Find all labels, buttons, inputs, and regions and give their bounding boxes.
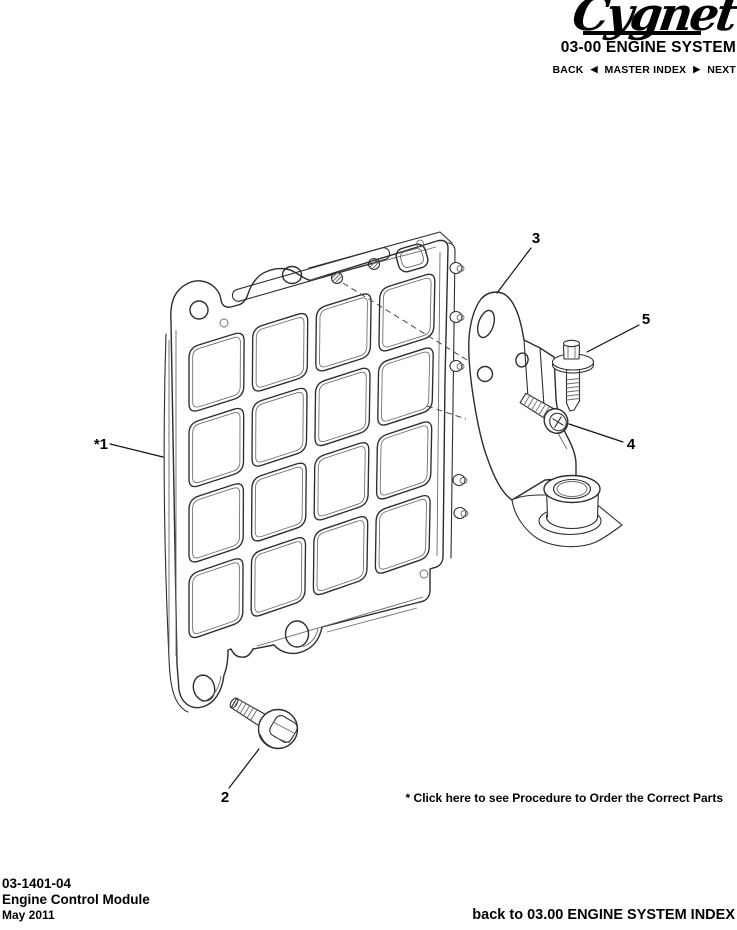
- ecm-foot-inner: [201, 675, 222, 703]
- bracket-fold-line-1: [523, 339, 529, 398]
- bracket-illustration: [468, 291, 623, 548]
- leader-line-4: [568, 423, 624, 443]
- ecm-grid-pad: [314, 367, 371, 447]
- ecm-grid-pad-inner: [192, 336, 241, 408]
- callout-label-4: 4: [627, 436, 636, 453]
- ecm-illustration: [163, 231, 469, 713]
- back-arrow-icon: ◀: [590, 63, 598, 74]
- next-arrow-icon: ▶: [693, 63, 701, 74]
- ecm-grid-pad: [188, 407, 245, 488]
- ecm-top-screw-2: [367, 257, 381, 271]
- ecm-grid-pad-inner: [319, 297, 368, 368]
- ecm-connector-cutout: [395, 243, 429, 273]
- ecm-bottom-lobe-hole: [284, 620, 310, 648]
- ecm-grid-pad: [188, 558, 244, 639]
- ecm-bottom-thickness: [326, 607, 418, 633]
- ecm-grid: [188, 273, 436, 639]
- document-date: May 2011: [2, 908, 55, 922]
- ecm-grid-pad-inner: [255, 317, 305, 388]
- bolt-washer-illustration-5: [551, 339, 595, 412]
- order-parts-note-link[interactable]: * Click here to see Procedure to Order t…: [405, 791, 723, 805]
- engine-system-index-link[interactable]: back to 03.00 ENGINE SYSTEM INDEX: [472, 907, 735, 923]
- bolt-illustration-2: [229, 697, 299, 750]
- section-title: 03-00 ENGINE SYSTEM: [560, 39, 736, 56]
- ecm-inner-edge-right: [436, 251, 441, 557]
- ecm-grid-pad: [312, 515, 369, 596]
- document-info: 03-1401-04 Engine Control Module May 201…: [2, 876, 150, 922]
- ecm-grid-pad: [315, 293, 372, 372]
- ecm-grid-pad: [378, 273, 436, 352]
- leader-line-5: [586, 324, 640, 353]
- bracket-round-hole: [476, 365, 494, 383]
- ecm-grid-pad: [250, 537, 307, 617]
- master-index-link[interactable]: MASTER INDEX: [604, 64, 687, 76]
- bracket-oval-hole: [515, 352, 529, 368]
- ecm-grid-pad: [374, 494, 431, 574]
- ecm-grid-pad-inner: [382, 277, 432, 348]
- ecm-grid-pad: [251, 387, 308, 467]
- callout-label-2: 2: [221, 789, 229, 806]
- callout-label-5: 5: [642, 311, 650, 328]
- bracket-outline: [468, 291, 577, 501]
- ecm-grid-pad-inner: [317, 446, 366, 517]
- ecm-grid-pad: [188, 483, 245, 563]
- back-link[interactable]: BACK: [552, 64, 584, 76]
- next-link[interactable]: NEXT: [707, 64, 736, 76]
- ecm-small-hole-top-left: [219, 318, 229, 328]
- ecm-ear-hole-left: [189, 300, 209, 320]
- document-number: 03-1401-04: [2, 876, 72, 891]
- ecm-grid-pad-inner: [378, 499, 427, 570]
- phillips-cross-icon: [552, 416, 564, 428]
- leader-line-1: [109, 443, 164, 458]
- brand-logo-underline: [583, 31, 701, 35]
- ecm-grid-pad-inner: [192, 562, 240, 634]
- ecm-grid-pad-inner: [316, 520, 365, 591]
- ecm-grid-pad: [188, 332, 245, 412]
- ecm-grid-pad-inner: [381, 351, 431, 422]
- ecm-grid-pad: [250, 462, 307, 542]
- header-nav: BACK ◀ MASTER INDEX ▶ NEXT: [552, 63, 736, 77]
- ecm-grid-pad: [313, 441, 370, 521]
- ecm-grid-pad: [375, 421, 433, 500]
- ecm-grid-pad-inner: [192, 487, 241, 559]
- ecm-bottom-lobe-inner: [302, 628, 319, 648]
- ecm-grid-pad: [251, 312, 309, 392]
- ecm-ear-hole-right: [281, 265, 303, 285]
- ecm-side-face-right: [447, 242, 456, 559]
- ecm-grid-pad-inner: [192, 412, 241, 484]
- leader-line-2: [228, 748, 260, 789]
- ecm-grid-pad-inner: [254, 541, 303, 613]
- bracket-fold-line-2: [539, 347, 545, 407]
- ecm-small-hole-bottom-right: [419, 569, 429, 579]
- bushing-illustration: [538, 474, 602, 536]
- leader-line-3: [496, 247, 532, 294]
- callout-label-1: *1: [94, 436, 108, 453]
- assembly-alignment-line-1: [342, 282, 468, 361]
- ecm-small-hole-top-right: [416, 239, 424, 248]
- ecm-grid-pad-inner: [254, 466, 304, 538]
- ecm-foot-hole: [192, 674, 216, 702]
- ecm-side-face-left: [163, 333, 189, 713]
- ecm-grid-pad-inner: [379, 425, 429, 496]
- document-title: Engine Control Module: [2, 892, 150, 907]
- ecm-grid-pad-inner: [318, 371, 367, 443]
- ecm-top-rib: [231, 247, 391, 302]
- ecm-inner-edge-bottom: [256, 596, 424, 647]
- ecm-outline: [170, 239, 449, 709]
- screw-illustration-4: [519, 392, 569, 434]
- bracket-slot-hole: [476, 309, 496, 339]
- assembly-alignment-line-3: [426, 405, 467, 420]
- ecm-mounting-bosses: [449, 261, 469, 520]
- ecm-top-screw-1: [330, 271, 344, 285]
- callout-label-3: 3: [532, 230, 540, 247]
- ecm-grid-pad: [377, 347, 434, 426]
- ecm-grid-pad-inner: [255, 391, 304, 463]
